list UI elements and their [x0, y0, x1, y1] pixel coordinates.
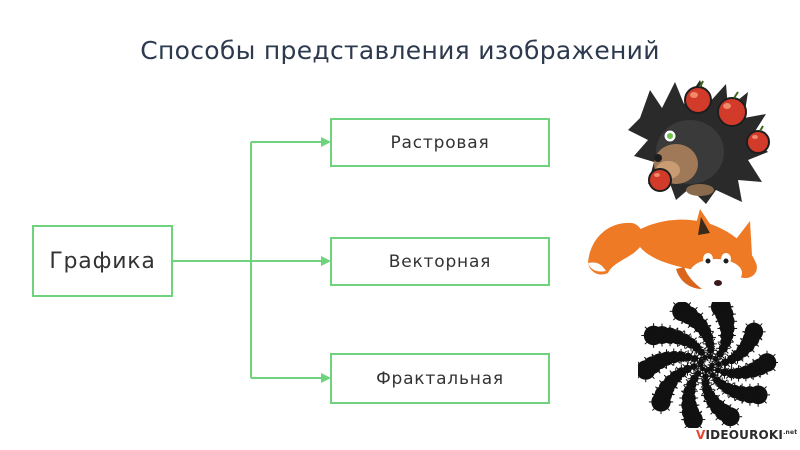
watermark-first-letter: V [696, 428, 706, 442]
fractal-illustration [638, 302, 778, 428]
branch-node-label: Фрактальная [376, 368, 504, 389]
fractal-star [718, 404, 743, 428]
fractal-star [755, 350, 778, 375]
root-node: Графика [32, 225, 173, 297]
watermark-logo: VIDEOUROKI.net [696, 428, 797, 442]
fractal-star [669, 302, 695, 324]
branch-node-label: Векторная [388, 251, 492, 272]
fox-illustration [588, 209, 772, 296]
fractal-star [708, 302, 734, 320]
fractal-star [746, 382, 771, 407]
fractal-star [638, 357, 658, 383]
watermark-text: IDEOUROKI [705, 428, 784, 442]
branch-node-fractal: Фрактальная [330, 353, 550, 404]
watermark-tld: .net [783, 429, 798, 436]
branch-node-label: Растровая [390, 132, 490, 153]
fractal-star [742, 320, 766, 344]
fractal-star [692, 367, 704, 380]
branch-node-raster: Растровая [330, 118, 550, 167]
fractal-star [681, 407, 706, 428]
root-node-label: Графика [49, 248, 156, 274]
hedgehog-illustration [628, 80, 770, 204]
fractal-star [704, 344, 717, 357]
fractal-star [641, 323, 666, 348]
slide-title: Способы представления изображений [140, 36, 660, 65]
fractal-star [648, 389, 674, 415]
branch-node-vector: Векторная [330, 237, 550, 286]
